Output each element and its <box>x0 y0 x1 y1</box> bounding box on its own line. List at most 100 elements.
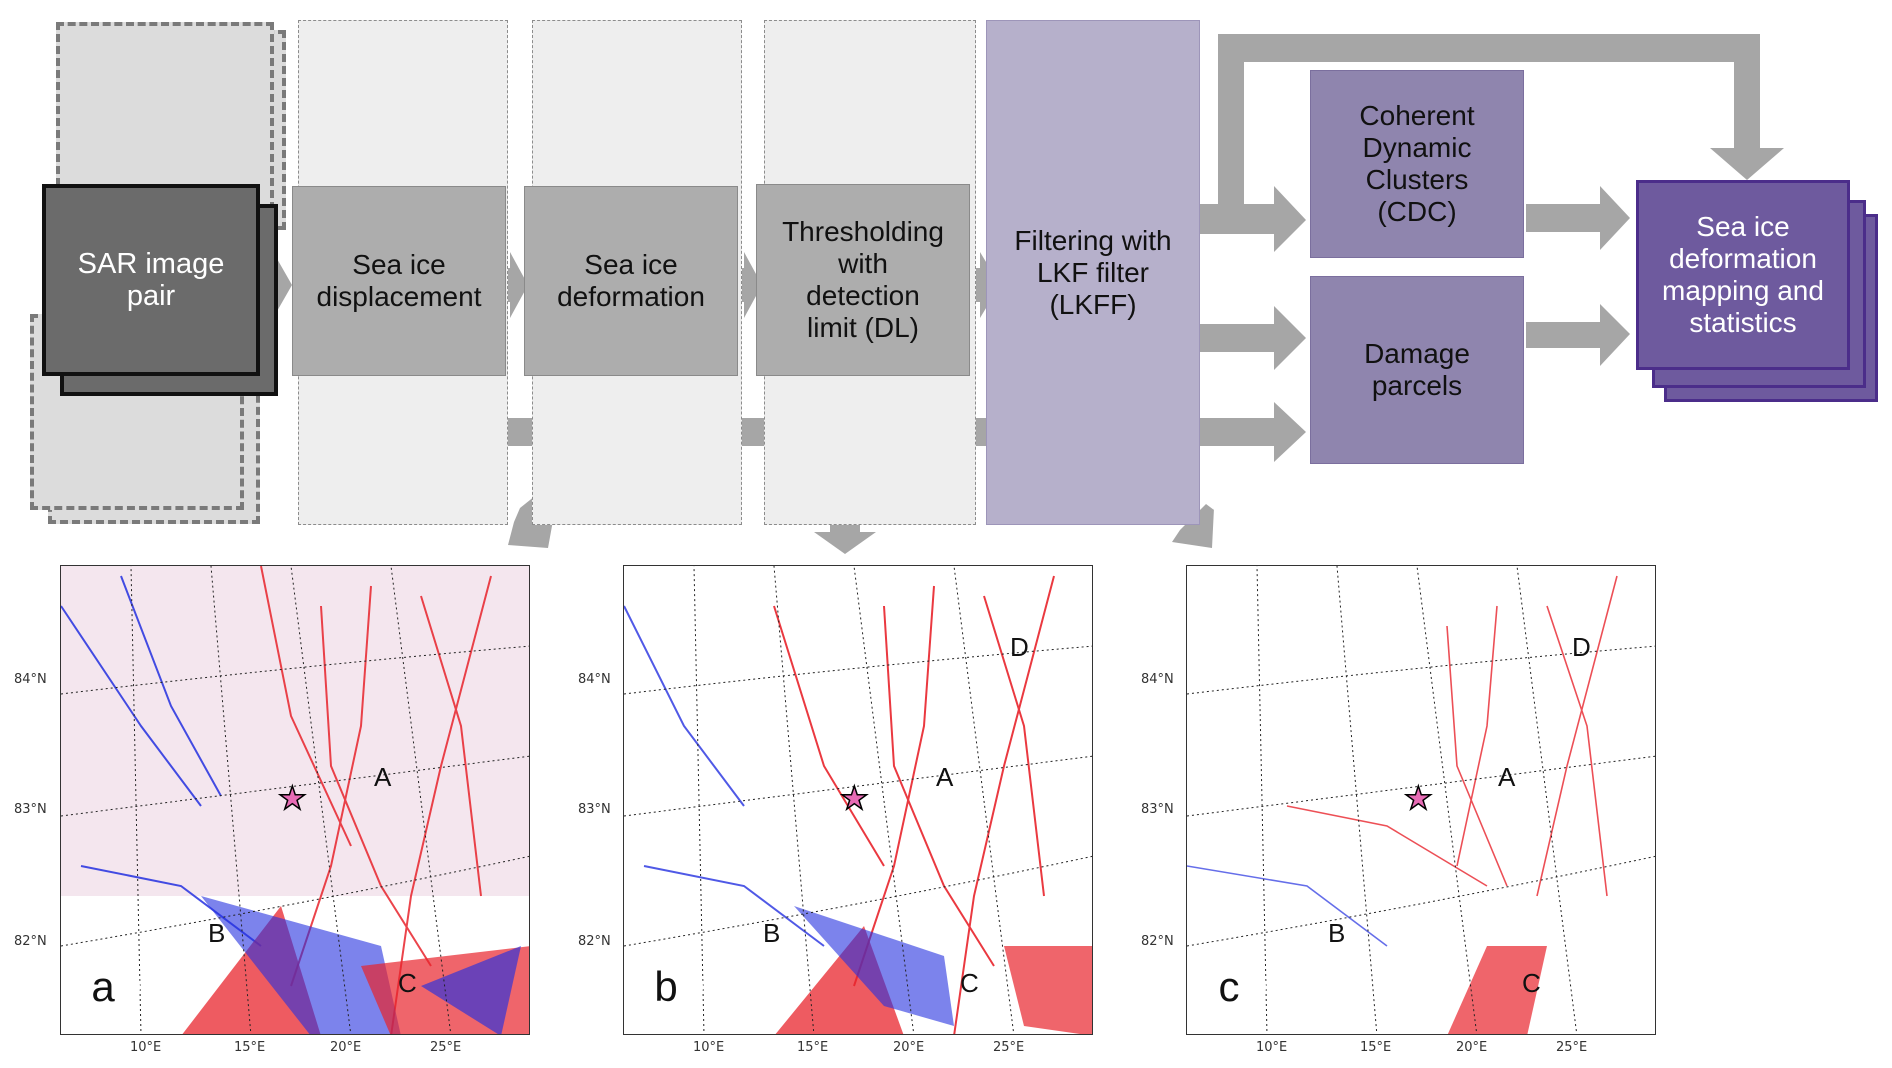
panel-c-lon-15: 15°E <box>1360 1040 1392 1055</box>
map-b-blue-2 <box>643 865 825 947</box>
map-a-svg <box>61 566 529 1034</box>
map-c-meridian-20 <box>1416 566 1478 1034</box>
panel-b-badge: b <box>629 950 703 1024</box>
map-a-blue-1 <box>61 605 202 807</box>
map-c-graticule-83 <box>1187 755 1655 817</box>
map-b-lead-2 <box>853 585 935 987</box>
panel-a-star-icon: ★ <box>277 780 307 816</box>
arrow-down-panel-b <box>814 512 876 554</box>
arrow-down-panel-c <box>1172 504 1214 548</box>
arrow-cdc-to-output <box>1526 186 1630 250</box>
panel-b-star-icon: ★ <box>839 780 869 816</box>
panel-c-badge: c <box>1192 950 1266 1024</box>
map-b-meridian-25 <box>953 566 1015 1034</box>
map-c-svg <box>1187 566 1655 1034</box>
panel-b-label-A: A <box>936 762 954 792</box>
map-b-red-wedge-2 <box>1004 946 1092 1034</box>
map-panel-c <box>1186 565 1656 1035</box>
map-a-lead-3 <box>320 605 432 967</box>
panel-c-lat-82: 82°N <box>1141 934 1174 949</box>
map-c-lead-3 <box>1446 625 1508 887</box>
map-a-graticule-82 <box>61 855 529 947</box>
panel-b-lon-20: 20°E <box>893 1040 925 1055</box>
map-a-meridian-25 <box>390 566 452 1034</box>
map-panel-a <box>60 565 530 1035</box>
panel-a-lat-84: 84°N <box>14 672 47 687</box>
map-b-lead-1 <box>953 575 1055 1034</box>
map-a-lead-5 <box>260 566 352 847</box>
map-c-graticule-84 <box>1187 645 1655 695</box>
panel-c-star-icon: ★ <box>1403 780 1433 816</box>
panel-c-lon-25: 25°E <box>1556 1040 1588 1055</box>
map-b-blue-wedge <box>794 906 954 1026</box>
map-a-meridian-10 <box>130 566 142 1034</box>
panel-c-label-B: B <box>1328 918 1346 948</box>
map-a-graticule-84 <box>61 645 529 695</box>
map-c-lead-2 <box>1456 605 1498 867</box>
panel-b-label-C: C <box>960 968 979 998</box>
panel-a-lon-25: 25°E <box>430 1040 462 1055</box>
map-a-features <box>61 566 529 1034</box>
panel-b-lat-82: 82°N <box>578 934 611 949</box>
panel-b-lat-84: 84°N <box>578 672 611 687</box>
damage-parcels-box: Damage parcels <box>1310 276 1524 464</box>
panel-a-label-A: A <box>374 762 392 792</box>
map-c-graticule-82 <box>1187 855 1655 947</box>
output-mapping-box: Sea ice deformation mapping and statisti… <box>1636 180 1850 370</box>
panel-c-label-A: A <box>1498 762 1516 792</box>
map-c-meridian-25 <box>1516 566 1578 1034</box>
panel-a-badge: a <box>66 950 140 1024</box>
map-c-meridian-15 <box>1336 566 1378 1034</box>
panel-b-lon-25: 25°E <box>993 1040 1025 1055</box>
panel-a-lon-20: 20°E <box>330 1040 362 1055</box>
panel-b-label-B: B <box>763 918 781 948</box>
map-c-lead-1 <box>1536 575 1618 897</box>
map-a-lead-2 <box>290 585 372 987</box>
map-panel-b <box>623 565 1093 1035</box>
map-c-meridian-10 <box>1256 566 1268 1034</box>
deformation-box: Sea ice deformation <box>524 186 738 376</box>
arrow-lkff-to-cdc <box>1200 186 1306 252</box>
panel-a-lat-82: 82°N <box>14 934 47 949</box>
panel-b-lon-15: 15°E <box>797 1040 829 1055</box>
map-b-graticule-84 <box>624 645 1092 695</box>
map-b-lead-4 <box>983 595 1045 897</box>
map-a-lead-4 <box>420 595 482 897</box>
map-b-graticule-82 <box>624 855 1092 947</box>
panel-b-lat-83: 83°N <box>578 802 611 817</box>
displacement-box: Sea ice displacement <box>292 186 506 376</box>
arrow-lkff-to-damage <box>1200 306 1306 370</box>
map-b-blue-1 <box>624 605 745 807</box>
panel-c-lat-84: 84°N <box>1141 672 1174 687</box>
panel-a-lon-10: 10°E <box>130 1040 162 1055</box>
panel-a-lon-15: 15°E <box>234 1040 266 1055</box>
panel-a-label-B: B <box>208 918 226 948</box>
panel-b-label-D: D <box>1010 632 1029 662</box>
arrow-damage-to-output <box>1526 304 1630 366</box>
panel-c-lon-20: 20°E <box>1456 1040 1488 1055</box>
panel-b-lon-10: 10°E <box>693 1040 725 1055</box>
map-b-graticule-83 <box>624 755 1092 817</box>
sar-image-pair-box: SAR image pair <box>42 184 260 376</box>
map-c-blue-1 <box>1187 865 1388 947</box>
panel-c-lat-83: 83°N <box>1141 802 1174 817</box>
map-b-meridian-15 <box>773 566 815 1034</box>
panel-a-lat-83: 83°N <box>14 802 47 817</box>
map-a-texture <box>61 566 529 896</box>
map-a-blue-wedge <box>201 896 401 1034</box>
lkff-filter-box: Filtering with LKF filter (LKFF) <box>986 20 1200 525</box>
panel-c-label-D: D <box>1572 632 1591 662</box>
map-a-blue-wedge-2 <box>421 946 521 1034</box>
cdc-box: Coherent Dynamic Clusters (CDC) <box>1310 70 1524 258</box>
map-b-meridian-20 <box>853 566 915 1034</box>
map-b-lead-5 <box>773 605 885 867</box>
map-c-lead-5 <box>1286 805 1488 887</box>
map-b-meridian-10 <box>693 566 705 1034</box>
map-a-meridian-15 <box>210 566 252 1034</box>
map-a-blue-3 <box>120 575 222 797</box>
thresholding-box: Thresholding with detection limit (DL) <box>756 184 970 376</box>
map-c-red-wedge <box>1447 946 1547 1034</box>
map-a-meridian-20 <box>290 566 352 1034</box>
panel-a-label-C: C <box>398 968 417 998</box>
map-b-svg <box>624 566 1092 1034</box>
